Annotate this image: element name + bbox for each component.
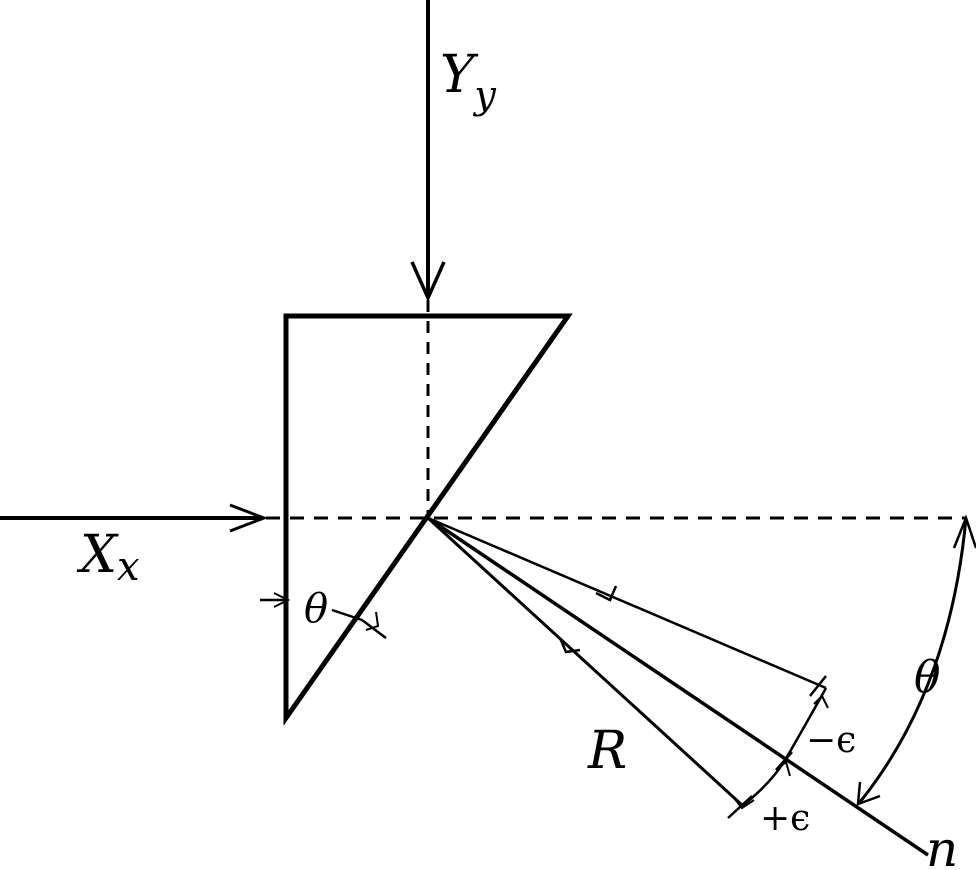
stress-rays <box>426 516 929 857</box>
r-label: R <box>587 721 627 781</box>
large-theta-label: θ <box>914 652 941 703</box>
yy-stress-arrow <box>410 0 446 303</box>
n-label: n <box>926 820 958 870</box>
xx-stress-arrow <box>0 503 269 533</box>
large-theta-arc <box>856 514 976 806</box>
plus-epsilon-label: +ϵ <box>760 798 810 839</box>
small-theta-label: θ <box>304 586 328 632</box>
xx-label: Xx <box>76 525 140 590</box>
yy-label: Yy <box>440 45 496 117</box>
triangular-element <box>283 313 573 726</box>
epsilon-arcs <box>733 687 829 810</box>
minus-epsilon-label: −ϵ <box>806 720 856 761</box>
small-theta-marker <box>260 592 387 639</box>
